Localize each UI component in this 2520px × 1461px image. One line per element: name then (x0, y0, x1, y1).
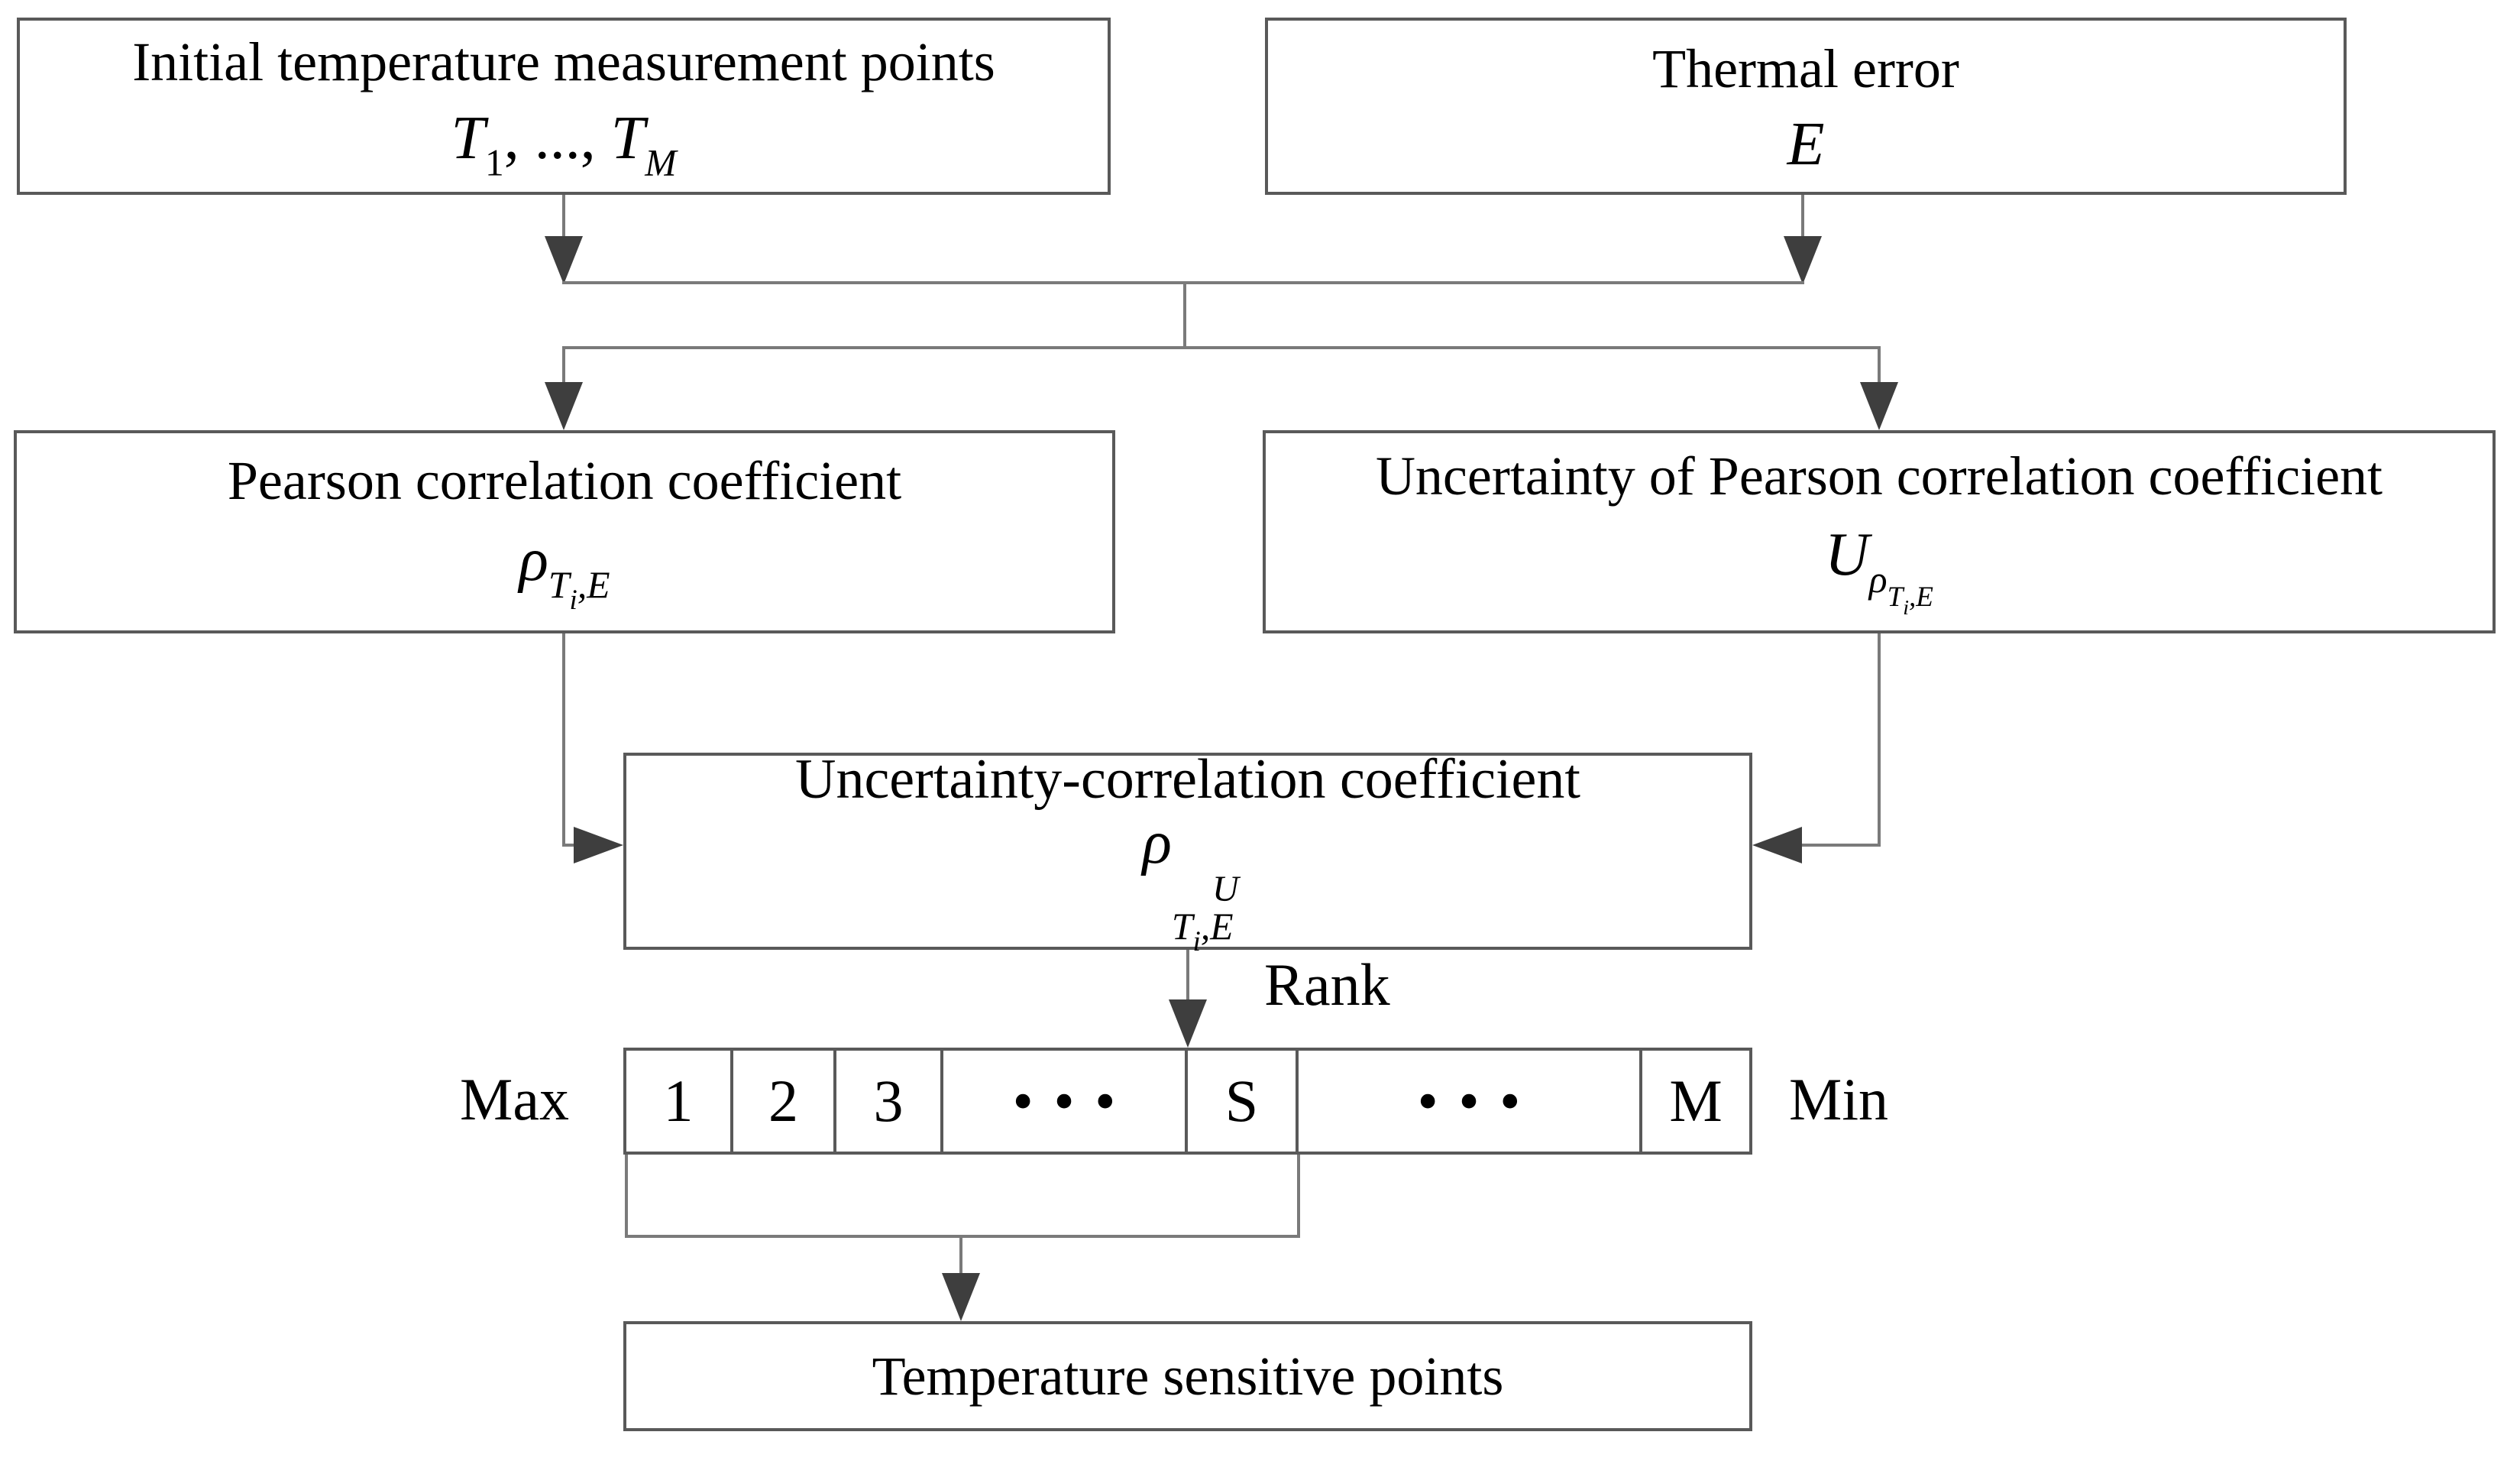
box-initial-title: Initial temperature measurement points (132, 31, 995, 93)
rank-cell-2: 2 (733, 1051, 836, 1152)
connector-merge-down (1183, 281, 1186, 349)
arrowhead-initial-down (545, 236, 583, 284)
bracket-right-line (1297, 1155, 1300, 1238)
rank-cell-5: S (1188, 1051, 1299, 1152)
connector-rank-down (1186, 950, 1189, 1005)
rank-cell-6: ••• (1299, 1051, 1642, 1152)
connector-sensitive-down (959, 1238, 962, 1279)
box-thermal-title: Thermal error (1652, 37, 1959, 99)
bracket-left-line (625, 1155, 628, 1238)
max-label: Max (460, 1066, 569, 1132)
arrowhead-to-uncertainty (1860, 382, 1898, 430)
rank-label: Rank (1264, 951, 1390, 1018)
rank-cell-3: 3 (836, 1051, 943, 1152)
rank-cell-7: M (1669, 1067, 1723, 1134)
min-label: Min (1789, 1066, 1889, 1132)
box-ucc-title: Uncertainty-correlation coefficient (795, 748, 1580, 811)
formula-rho-tie: ρTi,E (519, 526, 610, 616)
connector-initial-down (562, 195, 565, 239)
connector-uncertainty-elbow (1797, 844, 1881, 847)
box-pearson-title: Pearson correlation coefficient (227, 450, 902, 512)
box-uncertainty-pearson: Uncertainty of Pearson correlation coeff… (1263, 430, 2496, 633)
bracket-bottom-line (625, 1235, 1300, 1238)
rank-cell-1: 1 (626, 1051, 733, 1152)
formula-t1-tm: T1, ..., TM (451, 104, 677, 184)
connector-split-horizontal (562, 346, 1881, 349)
box-thermal-error: Thermal error E (1265, 18, 2347, 195)
arrowhead-into-ucc-right (1752, 827, 1802, 863)
box-pearson-coefficient: Pearson correlation coefficient ρTi,E (14, 430, 1115, 633)
connector-to-pearson (562, 346, 565, 386)
arrowhead-thermal-down (1784, 236, 1822, 284)
connector-uncertainty-down (1878, 633, 1881, 847)
connector-thermal-down (1801, 195, 1804, 239)
box-sensitive-title: Temperature sensitive points (872, 1345, 1504, 1407)
rank-cell-4: ••• (943, 1051, 1188, 1152)
arrowhead-sensitive (942, 1273, 980, 1321)
arrowhead-rank (1169, 999, 1207, 1048)
connector-to-uncertainty (1878, 346, 1881, 386)
formula-u-rho-tie: UρTi,E (1824, 521, 1934, 620)
arrowhead-into-ucc-left (574, 827, 623, 863)
arrowhead-to-pearson (545, 382, 583, 430)
box-uncertainty-title: Uncertainty of Pearson correlation coeff… (1375, 445, 2383, 507)
box-initial-temperature-points: Initial temperature measurement points T… (17, 18, 1111, 195)
box-temperature-sensitive-points: Temperature sensitive points (623, 1321, 1752, 1431)
formula-e: E (1787, 111, 1825, 179)
connector-pearson-down (562, 633, 565, 847)
